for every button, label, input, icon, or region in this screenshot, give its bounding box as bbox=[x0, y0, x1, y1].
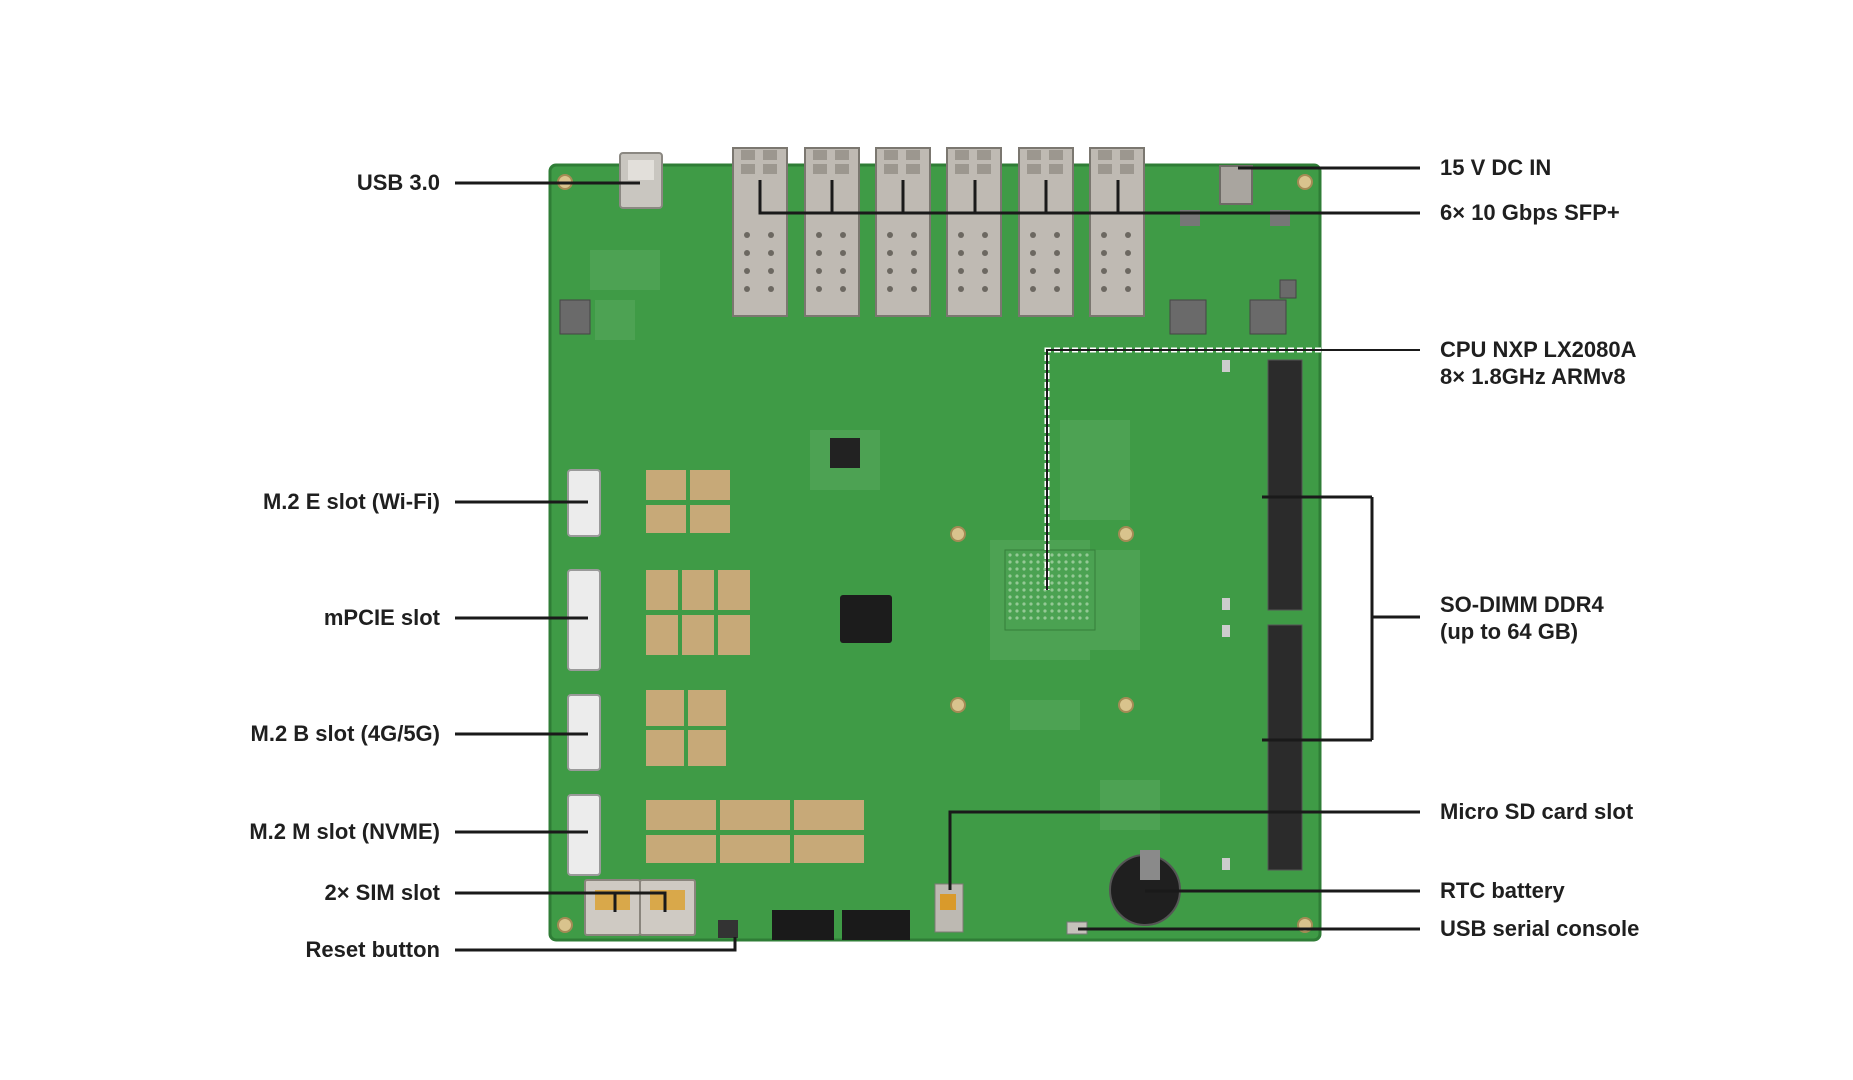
label-usb30: USB 3.0 bbox=[356, 170, 440, 195]
gold-pad bbox=[646, 470, 686, 500]
label-cpu-line2: 8× 1.8GHz ARMv8 bbox=[1440, 364, 1626, 389]
label-sfp-ports: 6× 10 Gbps SFP+ bbox=[1440, 200, 1620, 225]
gold-pad bbox=[682, 615, 714, 655]
label-microsd: Micro SD card slot bbox=[1440, 799, 1634, 824]
gold-pad bbox=[646, 615, 678, 655]
gold-pad bbox=[688, 730, 726, 766]
gold-pad bbox=[646, 690, 684, 726]
sodimm-sockets bbox=[1222, 359, 1303, 871]
sfp-cages bbox=[732, 147, 1145, 317]
gold-pad bbox=[682, 570, 714, 610]
leader-lines bbox=[455, 166, 1420, 952]
sim-slots bbox=[584, 879, 696, 936]
cpu-area bbox=[1004, 549, 1096, 631]
gold-pads bbox=[646, 470, 864, 863]
gold-pad bbox=[690, 505, 730, 533]
label-reset-button: Reset button bbox=[305, 937, 440, 962]
sfp-cage bbox=[1018, 147, 1074, 317]
label-rtc-battery: RTC battery bbox=[1440, 878, 1565, 903]
gold-pad bbox=[688, 690, 726, 726]
main-chip bbox=[830, 438, 892, 643]
gold-pad bbox=[720, 835, 790, 863]
sfp-cage bbox=[804, 147, 860, 317]
label-mpcie-slot: mPCIE slot bbox=[323, 605, 440, 630]
label-cpu: CPU NXP LX2080A 8× 1.8GHz ARMv8 bbox=[1440, 336, 1636, 390]
gold-pad bbox=[646, 800, 716, 830]
pin-headers bbox=[718, 910, 910, 940]
label-m2-e-slot: M.2 E slot (Wi-Fi) bbox=[262, 489, 440, 514]
label-sim-slot: 2× SIM slot bbox=[324, 880, 440, 905]
gold-pad bbox=[718, 615, 750, 655]
pcb-board bbox=[548, 163, 1322, 942]
sfp-cage bbox=[732, 147, 788, 317]
gold-pad bbox=[646, 835, 716, 863]
gold-pad bbox=[690, 470, 730, 500]
sfp-cage bbox=[875, 147, 931, 317]
gold-pad bbox=[794, 800, 864, 830]
gold-pad bbox=[718, 570, 750, 610]
gold-pad bbox=[646, 730, 684, 766]
gold-pad bbox=[720, 800, 790, 830]
label-m2-m-slot: M.2 M slot (NVME) bbox=[249, 819, 440, 844]
label-dc-in: 15 V DC IN bbox=[1440, 155, 1552, 180]
label-sodimm: SO-DIMM DDR4 (up to 64 GB) bbox=[1440, 591, 1604, 645]
gold-pad bbox=[646, 505, 686, 533]
sfp-cage bbox=[1089, 147, 1145, 317]
gold-pad bbox=[794, 835, 864, 863]
label-sodimm-line1: SO-DIMM DDR4 bbox=[1440, 592, 1604, 617]
label-sodimm-line2: (up to 64 GB) bbox=[1440, 619, 1579, 644]
label-usb-serial: USB serial console bbox=[1440, 916, 1640, 941]
label-cpu-line1: CPU NXP LX2080A bbox=[1440, 337, 1637, 362]
label-m2-b-slot: M.2 B slot (4G/5G) bbox=[250, 721, 440, 746]
gold-pad bbox=[646, 570, 678, 610]
sfp-cage bbox=[946, 147, 1002, 317]
usb3-connector bbox=[619, 152, 663, 209]
phy-chips bbox=[559, 279, 1297, 335]
microsd-slot bbox=[934, 883, 964, 933]
